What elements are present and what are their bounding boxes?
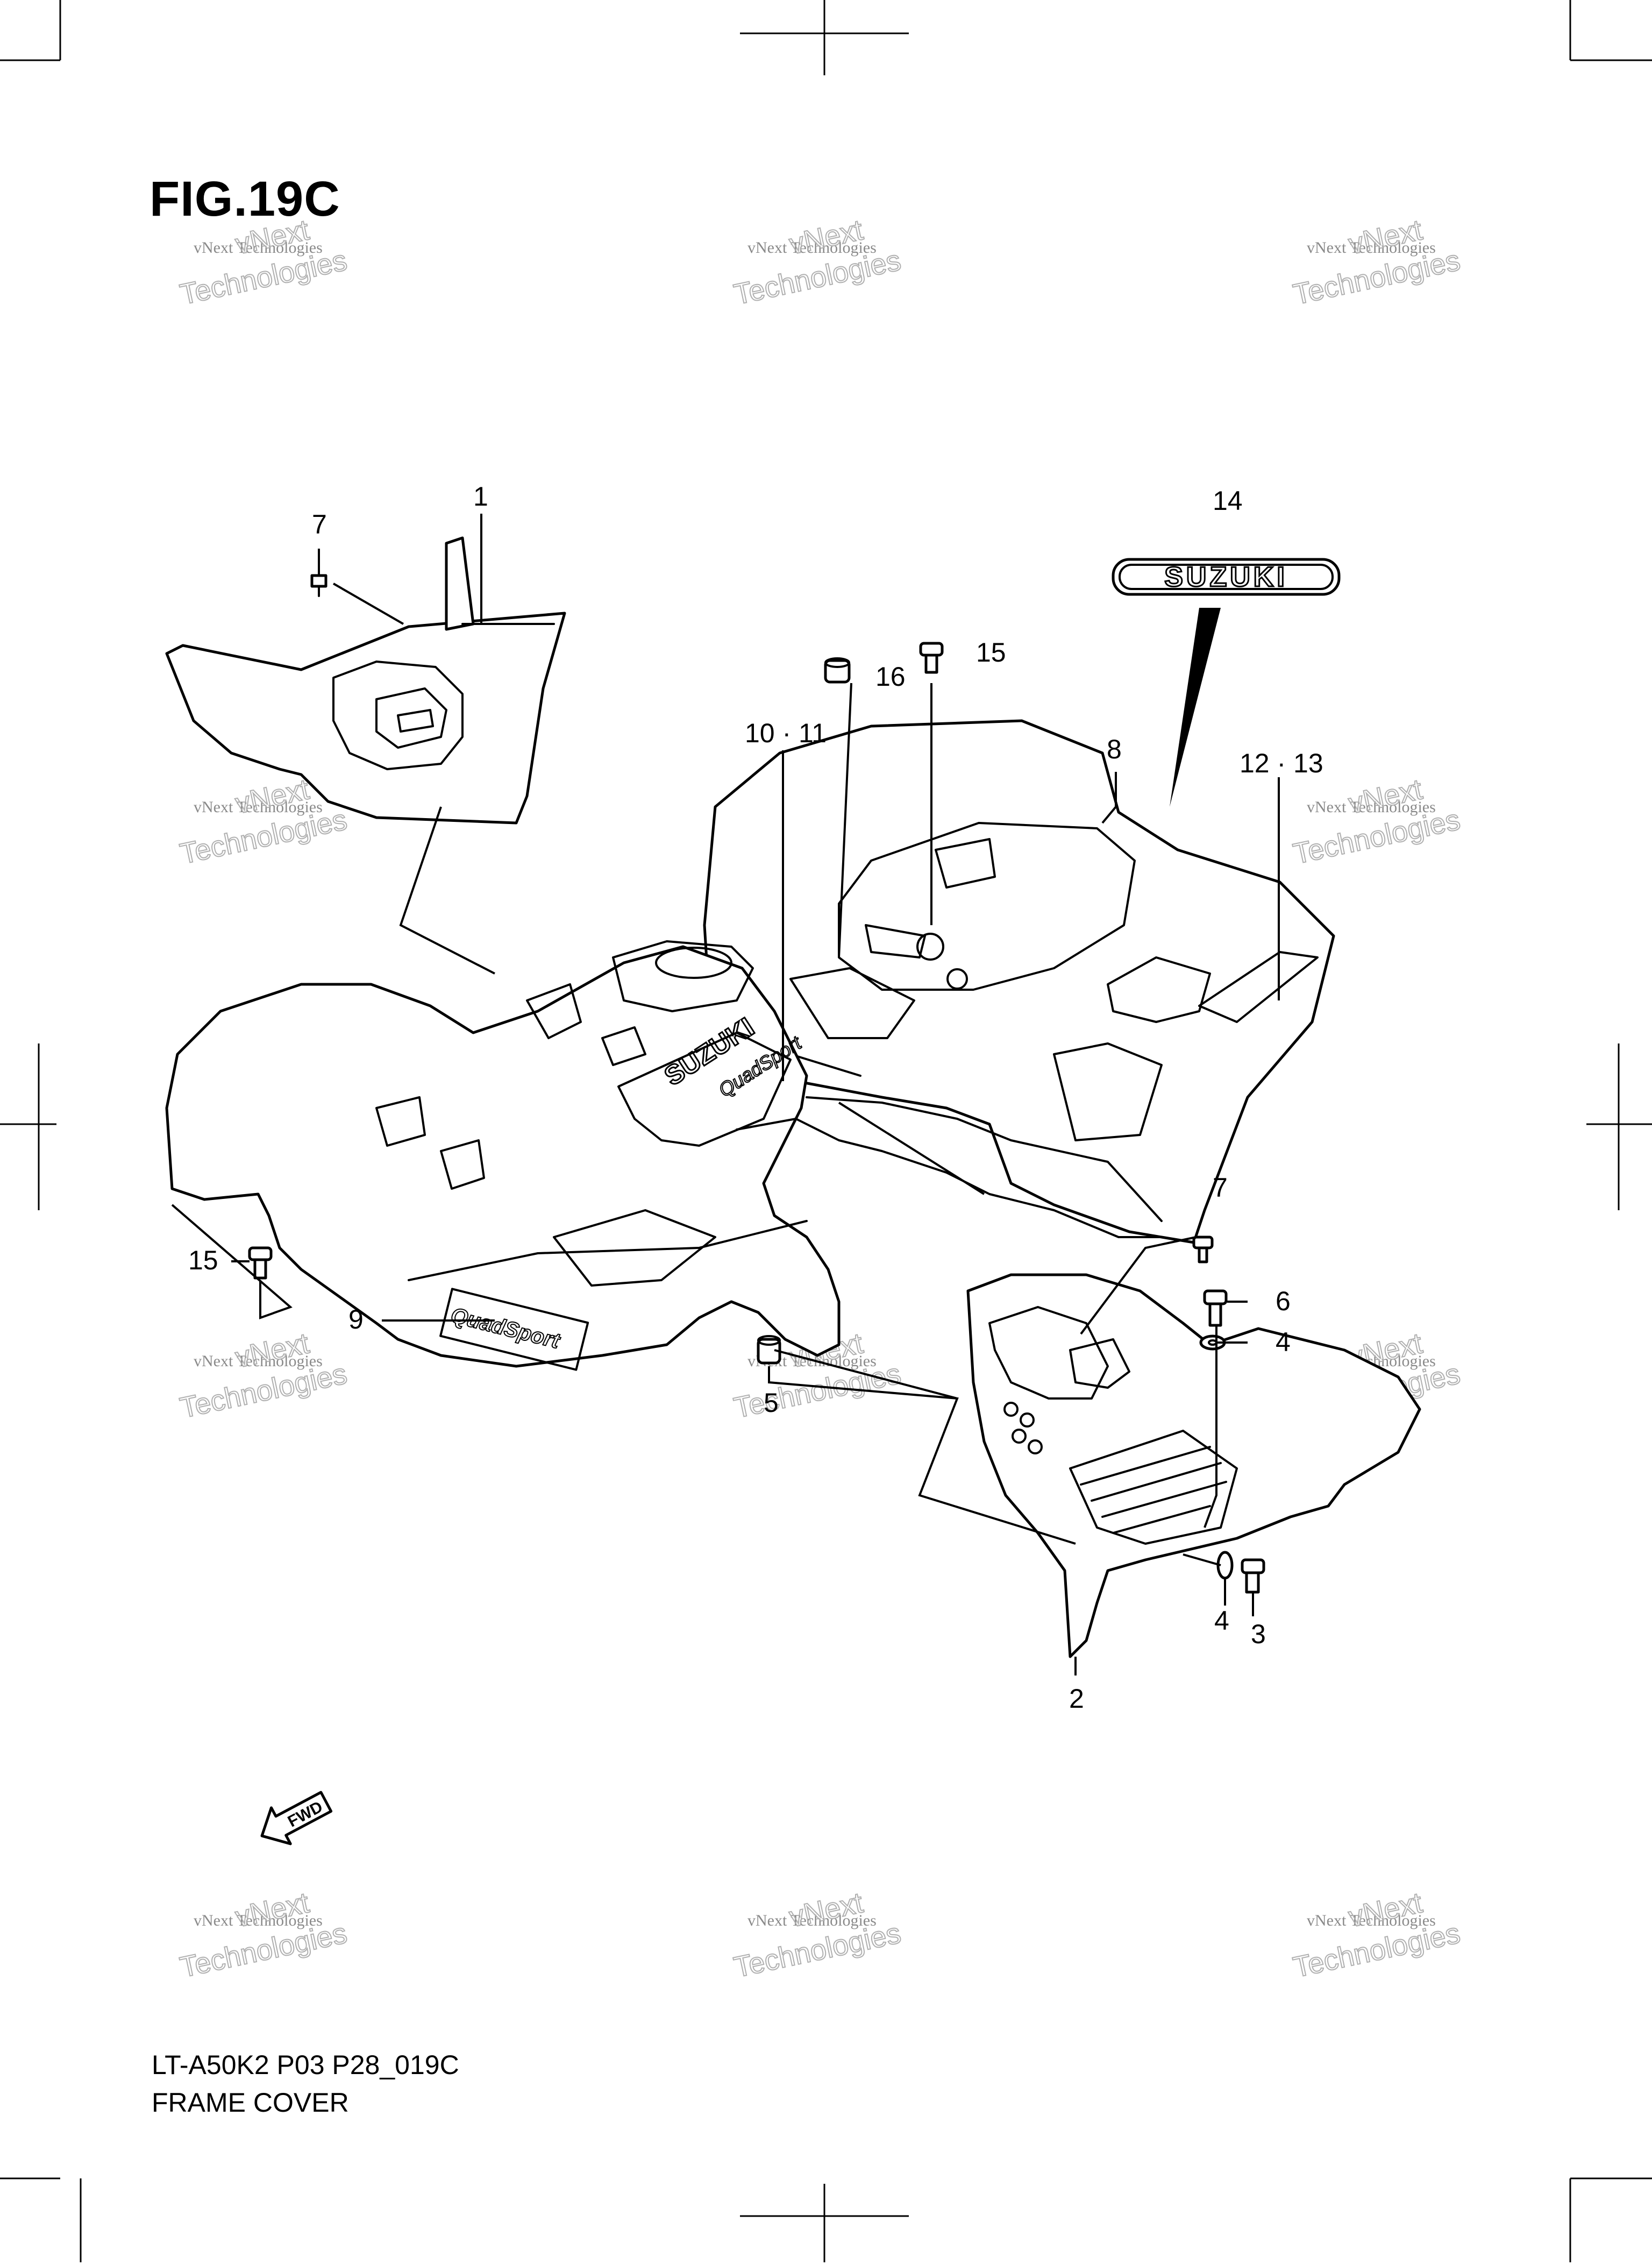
bolt-icon xyxy=(919,642,944,674)
fwd-arrow-icon: FWD xyxy=(260,1791,333,1845)
watermark-text: vNext Technologies xyxy=(1307,239,1436,257)
watermark-text: vNext Technologies xyxy=(194,239,323,257)
watermark: vNext Technologies Technologies vNext xyxy=(1290,772,1464,871)
part-2-footrest xyxy=(966,1273,1421,1658)
watermark: vNext Technologies Technologies vNext xyxy=(177,213,351,311)
callout-1: 1 xyxy=(473,481,488,512)
watermark: vNext Technologies Technologies vNext xyxy=(731,213,905,311)
watermark-text: vNext Technologies xyxy=(194,798,323,816)
grommet-icon xyxy=(824,657,851,684)
watermark-text: vNext Technologies xyxy=(194,1912,323,1929)
watermark-text: vNext Technologies xyxy=(1307,798,1436,816)
callout-4-lower: 4 xyxy=(1214,1606,1229,1636)
model-code: LT-A50K2 P03 P28_019C xyxy=(152,2050,459,2080)
callout-4-upper: 4 xyxy=(1276,1327,1291,1357)
watermark: vNext Technologies Technologies vNext xyxy=(177,1326,351,1425)
callout-16: 16 xyxy=(875,662,906,692)
watermark-text: vNext Technologies xyxy=(747,239,877,257)
figure-name: FRAME COVER xyxy=(152,2088,349,2118)
bolt-icon xyxy=(1241,1558,1265,1594)
part-8-rear-fender xyxy=(703,719,1335,1244)
emblem-text: SUZUKI xyxy=(1164,562,1288,593)
bolt-icon xyxy=(1203,1289,1228,1327)
bolt-icon xyxy=(1192,1236,1214,1263)
bolt-icon xyxy=(310,574,327,597)
callout-7-upper: 7 xyxy=(312,509,327,539)
callouts: 1 2 3 4 4 5 6 7 7 8 9 10 · 11 12 · 13 14… xyxy=(188,481,1323,1714)
watermark-text: vNext Technologies xyxy=(747,1912,877,1929)
callout-2: 2 xyxy=(1069,1684,1084,1714)
callout-15-top: 15 xyxy=(976,637,1006,668)
watermark-text: vNext Technologies xyxy=(194,1352,323,1370)
figure-title: FIG.19C xyxy=(149,172,340,226)
watermark: vNext Technologies Technologies vNext xyxy=(1290,1886,1464,1984)
callout-7-lower: 7 xyxy=(1213,1173,1228,1203)
callout-6: 6 xyxy=(1276,1286,1291,1316)
watermark: vNext Technologies Technologies vNext xyxy=(177,1886,351,1984)
watermark: vNext Technologies Technologies vNext xyxy=(1290,213,1464,311)
callout-12-13: 12 · 13 xyxy=(1240,748,1323,778)
callout-3: 3 xyxy=(1251,1619,1266,1649)
part-9-front-frame-cover xyxy=(165,940,1163,1368)
callout-9: 9 xyxy=(348,1304,364,1334)
emblem-pointer xyxy=(1170,608,1221,807)
watermark: vNext Technologies Technologies vNext xyxy=(731,1886,905,1984)
part-1-front-panel xyxy=(165,536,566,825)
callout-15-left: 15 xyxy=(188,1245,218,1275)
callout-14: 14 xyxy=(1213,486,1243,516)
bolt-icon xyxy=(248,1246,273,1280)
callout-5: 5 xyxy=(764,1388,779,1418)
leader-lines xyxy=(171,514,1280,1675)
part-14-emblem: SUZUKI xyxy=(1112,558,1341,807)
callout-8: 8 xyxy=(1107,734,1122,764)
watermark-text: vNext Technologies xyxy=(1307,1912,1436,1929)
callout-10-11: 10 · 11 xyxy=(745,718,827,748)
